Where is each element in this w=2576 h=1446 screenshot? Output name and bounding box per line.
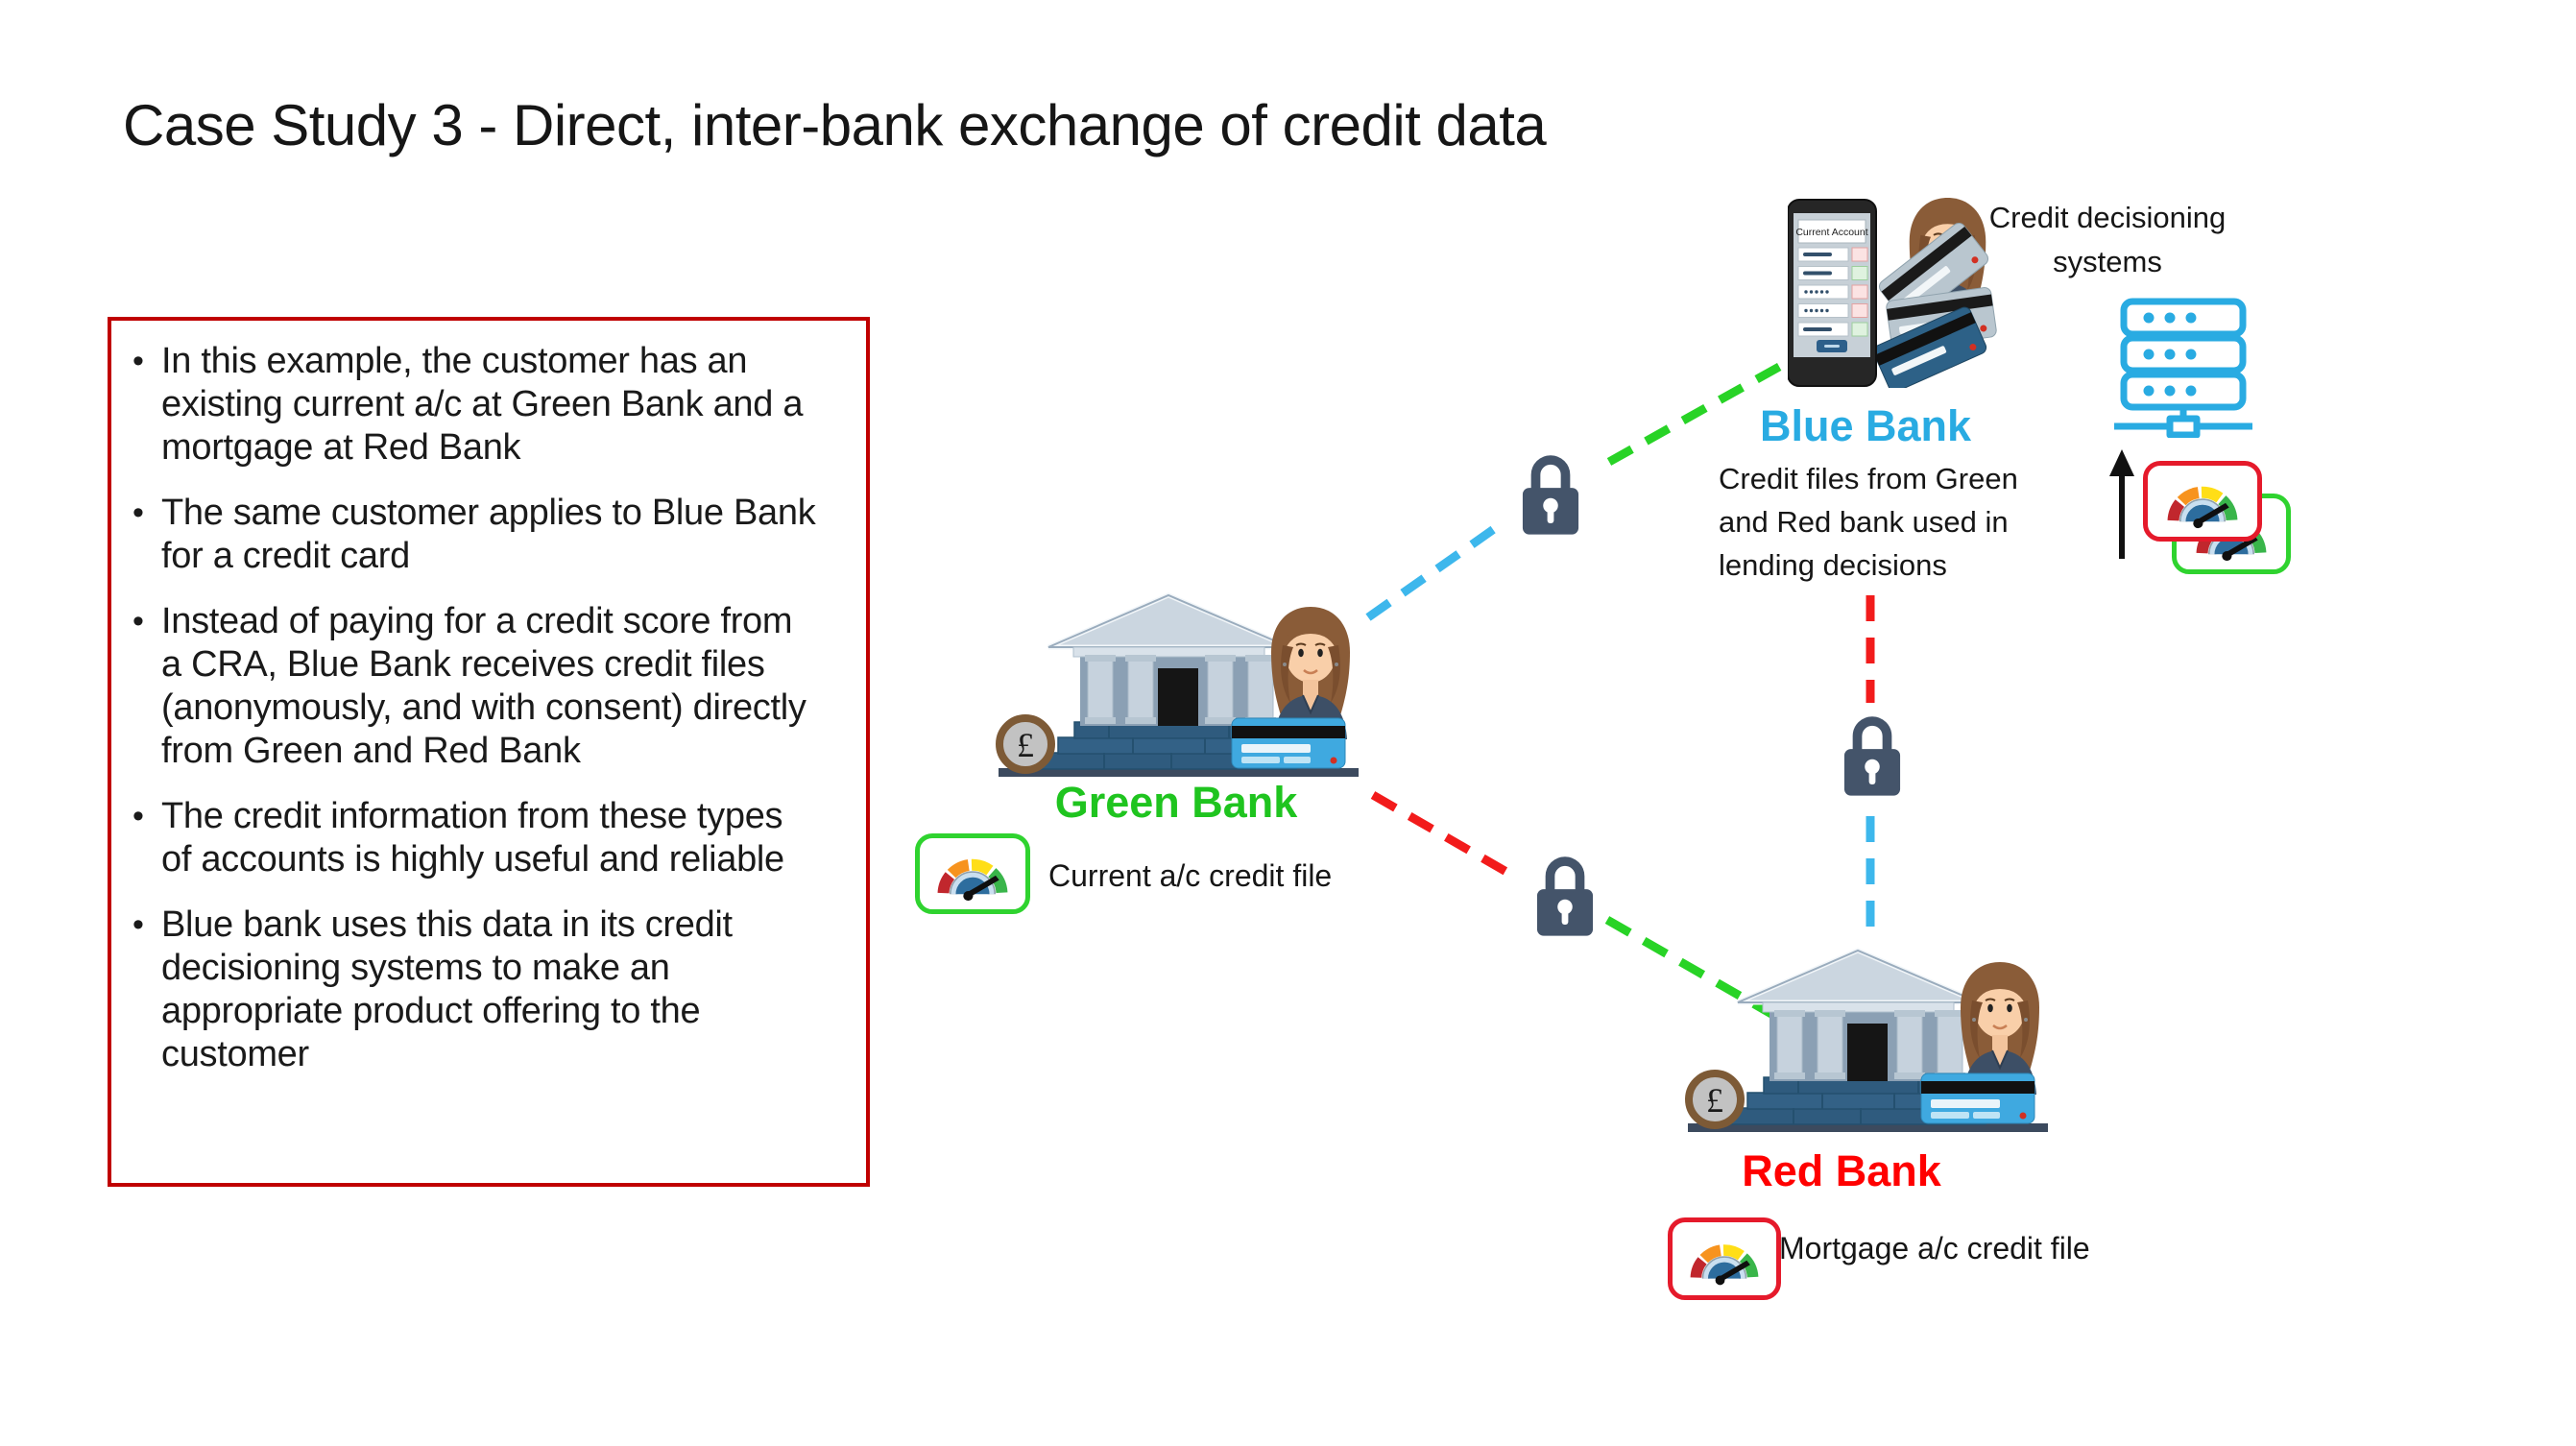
summary-box: In this example, the customer has an exi… (108, 317, 870, 1187)
bullet-item: Instead of paying for a credit score fro… (111, 600, 819, 773)
description-line: lending decisions (1719, 548, 1947, 582)
padlock-icon-bottom (1535, 847, 1595, 939)
red-credit-file-label: Mortgage a/c credit file (1779, 1231, 2090, 1265)
up-arrow-icon (2109, 449, 2134, 559)
combined-gauge-red (2143, 461, 2262, 542)
red-credit-file-gauge (1668, 1217, 1781, 1300)
credit-card-icon (1872, 306, 1987, 388)
svg-text:Current Account: Current Account (1795, 227, 1867, 238)
bullet-item: The same customer applies to Blue Bank f… (111, 492, 819, 578)
bullet-item: Blue bank uses this data in its credit d… (111, 904, 819, 1076)
blue-bank-description: Credit files from Green and Red bank use… (1719, 457, 2035, 587)
green-bank-figure (989, 588, 1368, 780)
server-icon (2114, 298, 2252, 438)
green-bank-label: Green Bank (1054, 778, 1298, 827)
red-bank-label: Red Bank (1742, 1146, 1941, 1195)
red-bank-figure (1678, 943, 2058, 1135)
blue-bank-label: Blue Bank (1760, 401, 1972, 450)
bullet-item: The credit information from these types … (111, 795, 819, 881)
bullet-item: In this example, the customer has an exi… (111, 340, 819, 470)
dashed-line-green-to-lock-red (1370, 791, 1516, 880)
padlock-icon-top (1521, 446, 1580, 538)
decisioning-line: systems (2053, 245, 2162, 278)
dashed-line-green-to-lock-cyan (1365, 525, 1497, 621)
description-line: and Red bank used in (1719, 505, 2009, 539)
decisioning-label: Credit decisioning systems (1959, 196, 2256, 284)
padlock-icon-middle (1842, 707, 1902, 799)
description-line: Credit files from Green (1719, 462, 2018, 495)
credit-card-icon (1878, 222, 1989, 324)
smartphone-icon: Current Account (1788, 199, 1877, 387)
bullet-list: In this example, the customer has an exi… (111, 321, 866, 1076)
decisioning-line: Credit decisioning (1988, 201, 2227, 234)
green-credit-file-gauge (915, 833, 1030, 914)
blue-bank-figure: Current Account (1788, 196, 1997, 388)
slide-title: Case Study 3 - Direct, inter-bank exchan… (123, 93, 1547, 157)
green-credit-file-label: Current a/c credit file (1048, 858, 1333, 893)
